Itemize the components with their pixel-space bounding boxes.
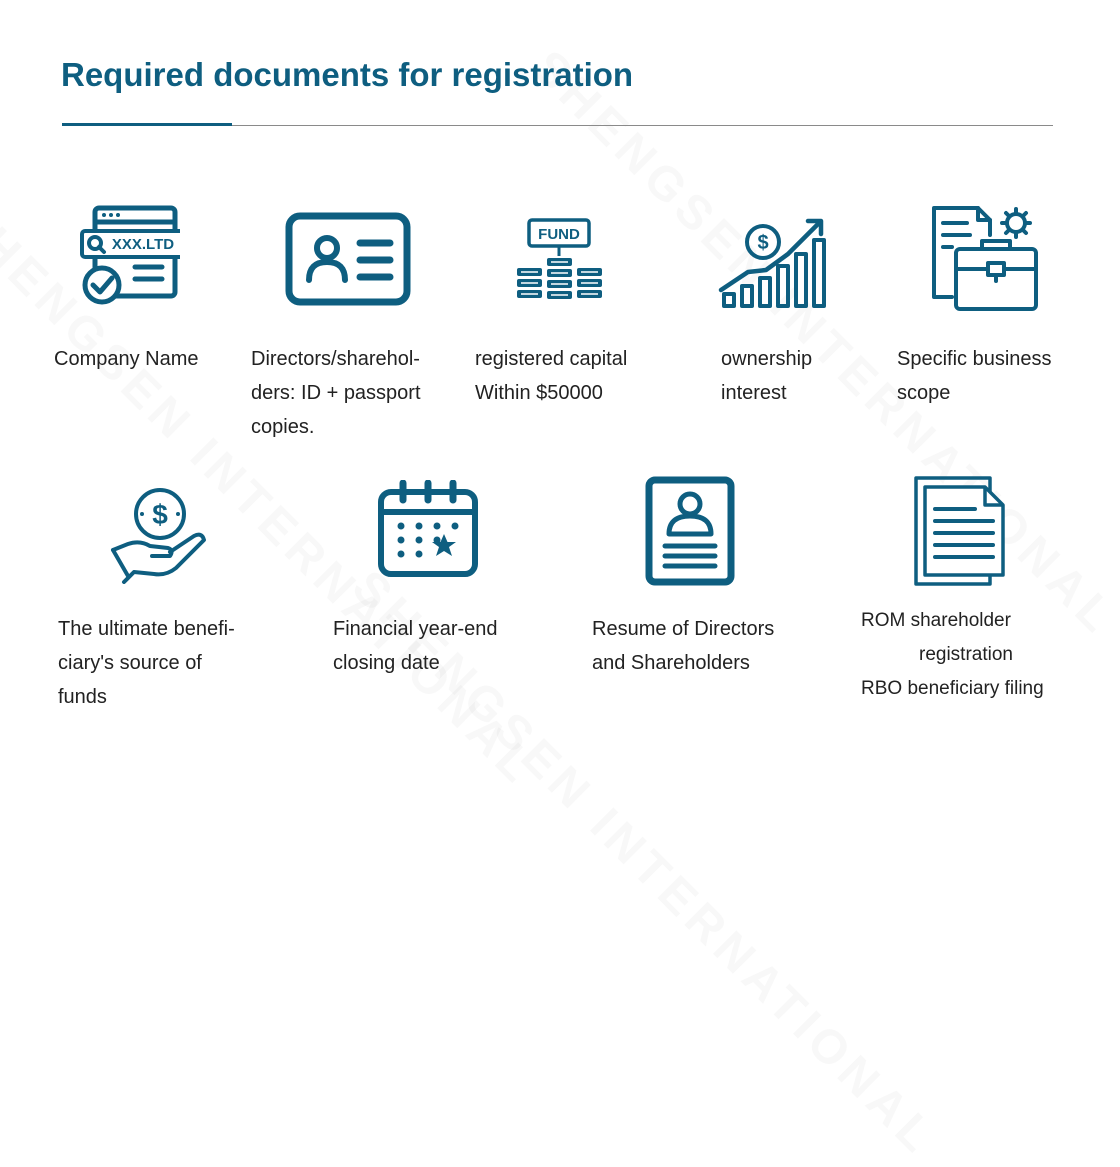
document-stack-icon bbox=[913, 475, 1009, 587]
item-label-resume: Resume of Directors and Shareholders bbox=[592, 618, 775, 674]
calendar-star-icon bbox=[378, 480, 478, 578]
website-search-check-icon: XXX.LTD bbox=[80, 205, 180, 305]
item-label-year-end-date: Financial year-end closing date bbox=[333, 618, 498, 674]
item-label-director-id: Directors/sharehol- ders: ID + passport … bbox=[251, 348, 421, 438]
fund-coins-icon: FUND bbox=[515, 218, 607, 308]
item-label-rom-rbo: ROM shareholder registration RBO benefic… bbox=[861, 610, 1044, 699]
fund-badge: FUND bbox=[538, 226, 580, 243]
growth-chart-icon: $ bbox=[718, 216, 828, 310]
item-label-company-name: Company Name bbox=[54, 348, 199, 370]
website-badge: XXX.LTD bbox=[112, 236, 174, 253]
item-label-source-of-funds: The ultimate benefi- ciary's source of f… bbox=[58, 618, 235, 708]
title-divider bbox=[62, 125, 1053, 126]
hand-coin-icon: $ bbox=[110, 486, 208, 584]
briefcase-document-icon bbox=[930, 205, 1040, 313]
page-title: Required documents for registration bbox=[61, 56, 634, 93]
item-label-ownership-interest: ownership interest bbox=[721, 348, 813, 404]
svg-text:$: $ bbox=[757, 232, 768, 254]
item-label-business-scope: Specific business scope bbox=[897, 348, 1052, 404]
svg-text:$: $ bbox=[152, 499, 168, 530]
title-accent-bar bbox=[62, 123, 232, 126]
resume-profile-icon bbox=[645, 476, 735, 586]
item-label-registered-capital: registered capital Within $50000 bbox=[475, 348, 628, 404]
id-card-icon bbox=[285, 212, 411, 306]
